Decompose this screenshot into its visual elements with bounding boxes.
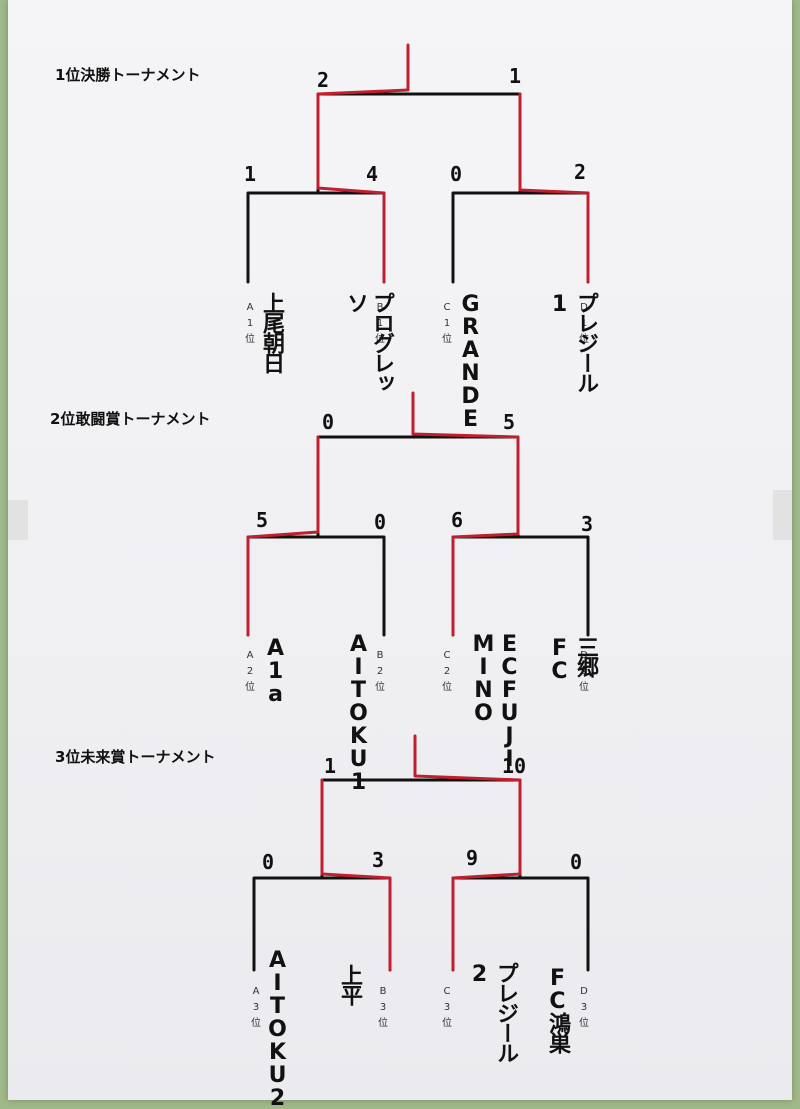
final-bracket-line xyxy=(316,435,520,539)
team-name: FC鴻巣 xyxy=(545,966,570,1052)
winner-path xyxy=(320,778,392,972)
semi-bracket-line xyxy=(246,535,386,637)
winner-path xyxy=(316,43,410,284)
team-name: AITOKU1 xyxy=(346,632,371,793)
semi-bracket-line xyxy=(451,876,590,972)
final-bracket-line xyxy=(316,92,522,195)
bracket-title: 2位敢闘賞トーナメント xyxy=(50,410,211,428)
semi-score: 0 xyxy=(261,850,275,874)
team-name: 上尾朝日 xyxy=(259,292,284,372)
semi-score: 1 xyxy=(243,162,257,186)
team-name: 上平 xyxy=(337,964,362,1004)
winner-path xyxy=(246,435,320,637)
final-score-left: 1 xyxy=(323,754,337,778)
bracket-title: 1位決勝トーナメント xyxy=(55,66,201,84)
semi-score: 6 xyxy=(450,508,464,532)
tape-strip xyxy=(773,490,792,540)
team-name: プログレッソ xyxy=(343,292,394,392)
winner-path xyxy=(411,391,520,637)
semi-score: 3 xyxy=(371,848,385,872)
semi-bracket-line xyxy=(451,191,590,284)
team-name: プレジール1 xyxy=(547,292,598,392)
semi-score: 5 xyxy=(255,508,269,532)
final-score-right: 1 xyxy=(508,64,522,88)
team-name: GRANDE xyxy=(458,292,483,430)
team-name: ECFUJI MINO xyxy=(471,632,522,770)
team-name: 三郷FC xyxy=(547,636,598,682)
team-name: A1a xyxy=(263,636,288,705)
semi-bracket-line xyxy=(246,191,386,284)
final-score-right: 5 xyxy=(502,410,516,434)
semi-score: 0 xyxy=(373,510,387,534)
tape-strip xyxy=(8,500,28,540)
semi-score: 0 xyxy=(569,850,583,874)
bracket-title: 3位未来賞トーナメント xyxy=(55,748,216,766)
semi-score: 9 xyxy=(465,846,479,870)
final-score-right: 10 xyxy=(501,754,527,778)
semi-score: 4 xyxy=(365,162,379,186)
winner-path xyxy=(413,734,522,972)
final-score-left: 2 xyxy=(316,68,330,92)
final-score-left: 0 xyxy=(321,410,335,434)
team-name: AITOKU2 xyxy=(265,948,290,1109)
winner-path xyxy=(518,92,590,284)
team-name: プレジール2 xyxy=(467,962,518,1062)
tournament-sheet xyxy=(8,0,792,1100)
semi-score: 3 xyxy=(580,512,594,536)
semi-score: 2 xyxy=(573,160,587,184)
semi-score: 0 xyxy=(449,162,463,186)
final-bracket-line xyxy=(320,778,522,880)
semi-bracket-line xyxy=(451,535,590,637)
